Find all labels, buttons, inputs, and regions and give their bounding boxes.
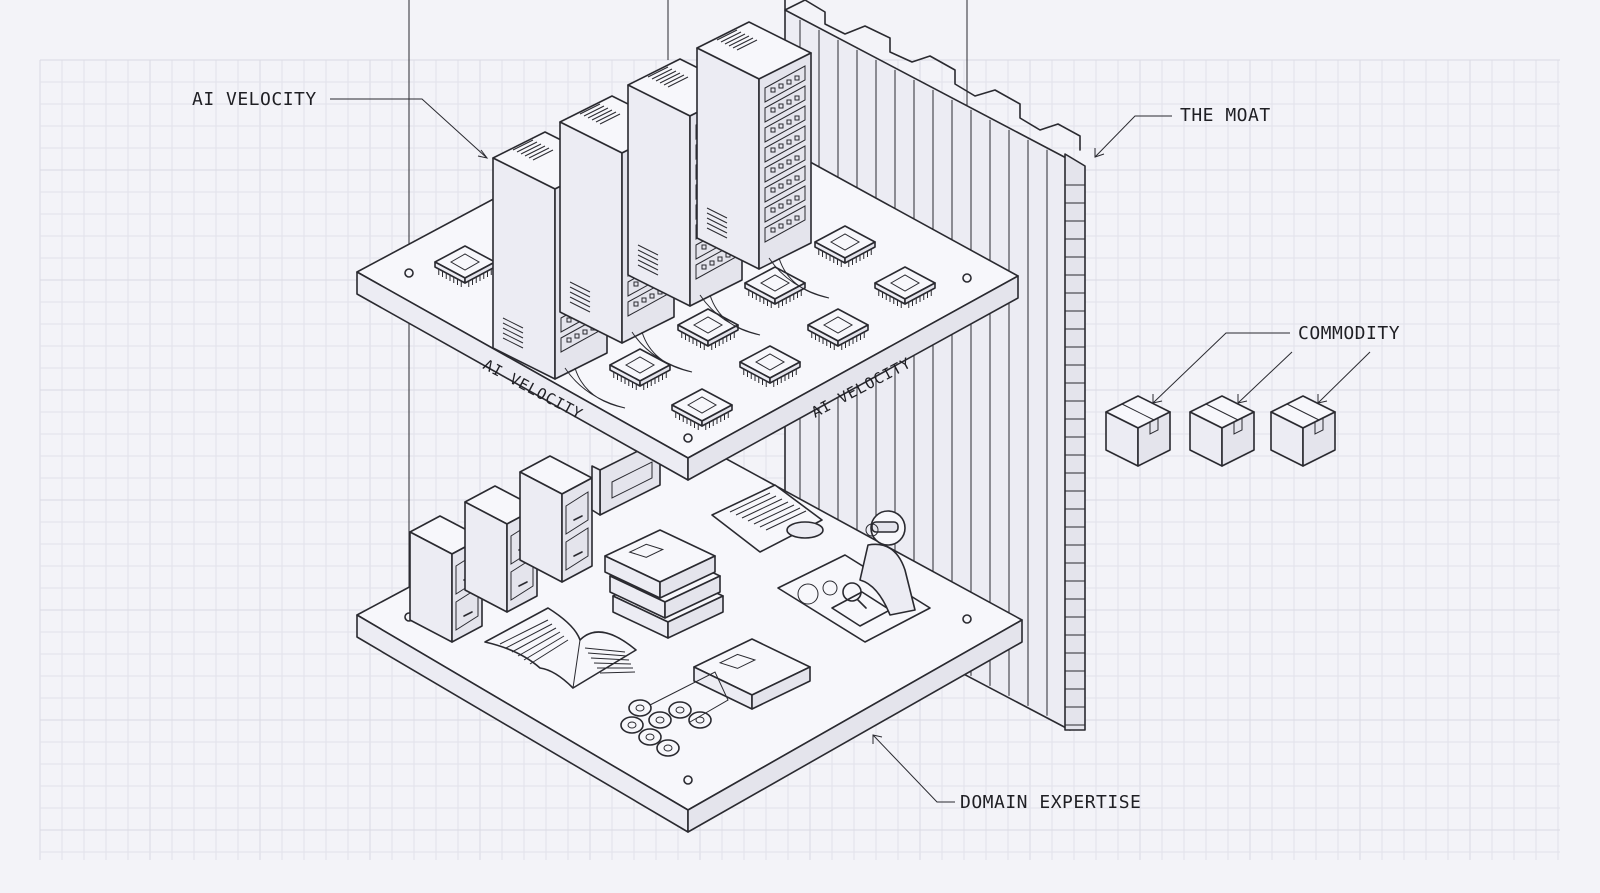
microchip-icon [744, 266, 806, 308]
domain-knowledge-items [409, 439, 931, 757]
cardboard-box-icon [1189, 395, 1255, 467]
microchip-icon [434, 245, 496, 287]
open-book-icon [484, 607, 637, 689]
cardboard-box-icon [1105, 395, 1171, 467]
book-stack [604, 529, 724, 639]
book-icon [693, 638, 811, 710]
callout-leaders [330, 98, 1371, 803]
filing-cabinet-icon [519, 455, 593, 583]
filing-cabinet-icon [591, 439, 661, 516]
commodity-boxes [1105, 395, 1336, 467]
microchip-icon [739, 345, 801, 387]
microchip-icon [807, 308, 869, 350]
domain-expertise-label: DOMAIN EXPERTISE [960, 792, 1141, 813]
cardboard-box-icon [1270, 395, 1336, 467]
microchip-icon [609, 348, 671, 390]
document-scroll-icon [711, 484, 824, 553]
server-rack-group [492, 21, 830, 409]
server-rack-icon [492, 131, 626, 409]
the-moat-label: THE MOAT [1180, 105, 1271, 126]
ai-velocity-label: AI VELOCITY [192, 89, 317, 110]
filing-cabinet-icon [464, 485, 538, 613]
book-single [693, 638, 811, 710]
scroll-icon [620, 671, 729, 757]
microchip-group [434, 225, 936, 430]
microchip-icon [874, 266, 936, 308]
microchip-icon [671, 388, 733, 430]
book-icon [604, 529, 716, 599]
commodity-label: COMMODITY [1298, 323, 1400, 344]
server-rack-icon [696, 21, 830, 299]
microchip-icon [814, 225, 876, 267]
inspector-figure-icon [777, 510, 931, 643]
